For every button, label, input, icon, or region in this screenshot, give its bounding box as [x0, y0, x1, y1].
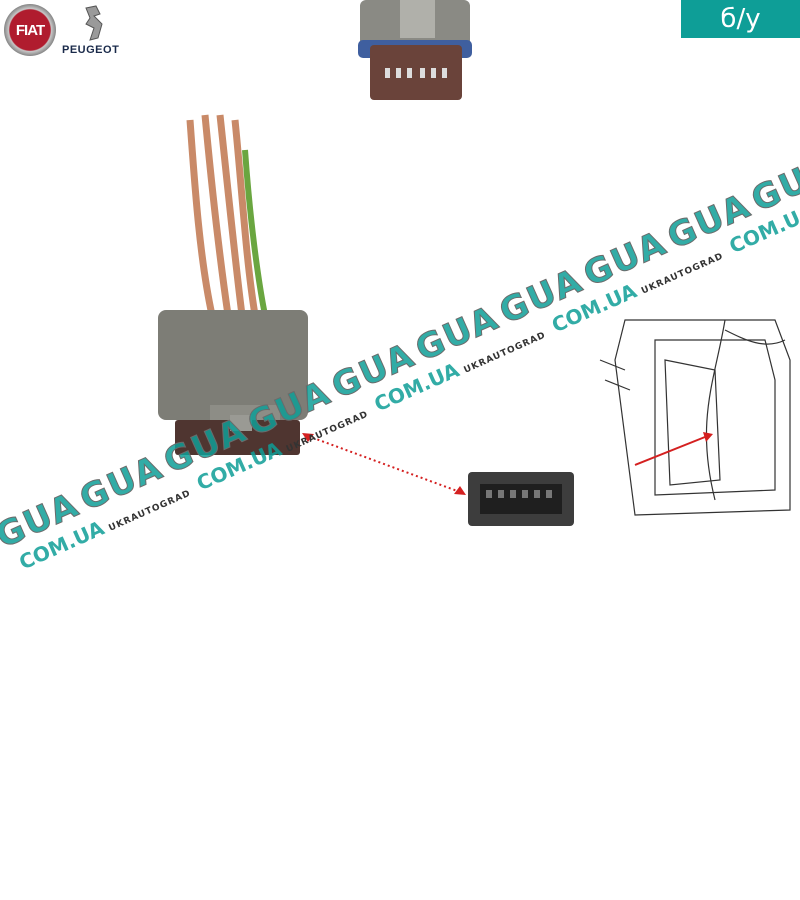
used-condition-badge: б/у: [681, 0, 800, 38]
connector-end-view-photo: [468, 472, 574, 526]
fiat-logo: FIAT: [4, 4, 56, 56]
door-wiring-diagram: [599, 319, 791, 516]
peugeot-lion-logo: [85, 5, 103, 41]
connector-top-photo: [358, 0, 472, 100]
connector-main-photo: [158, 114, 308, 455]
peugeot-wordmark: PEUGEOT: [62, 44, 120, 56]
dotted-arrow: [302, 433, 466, 495]
